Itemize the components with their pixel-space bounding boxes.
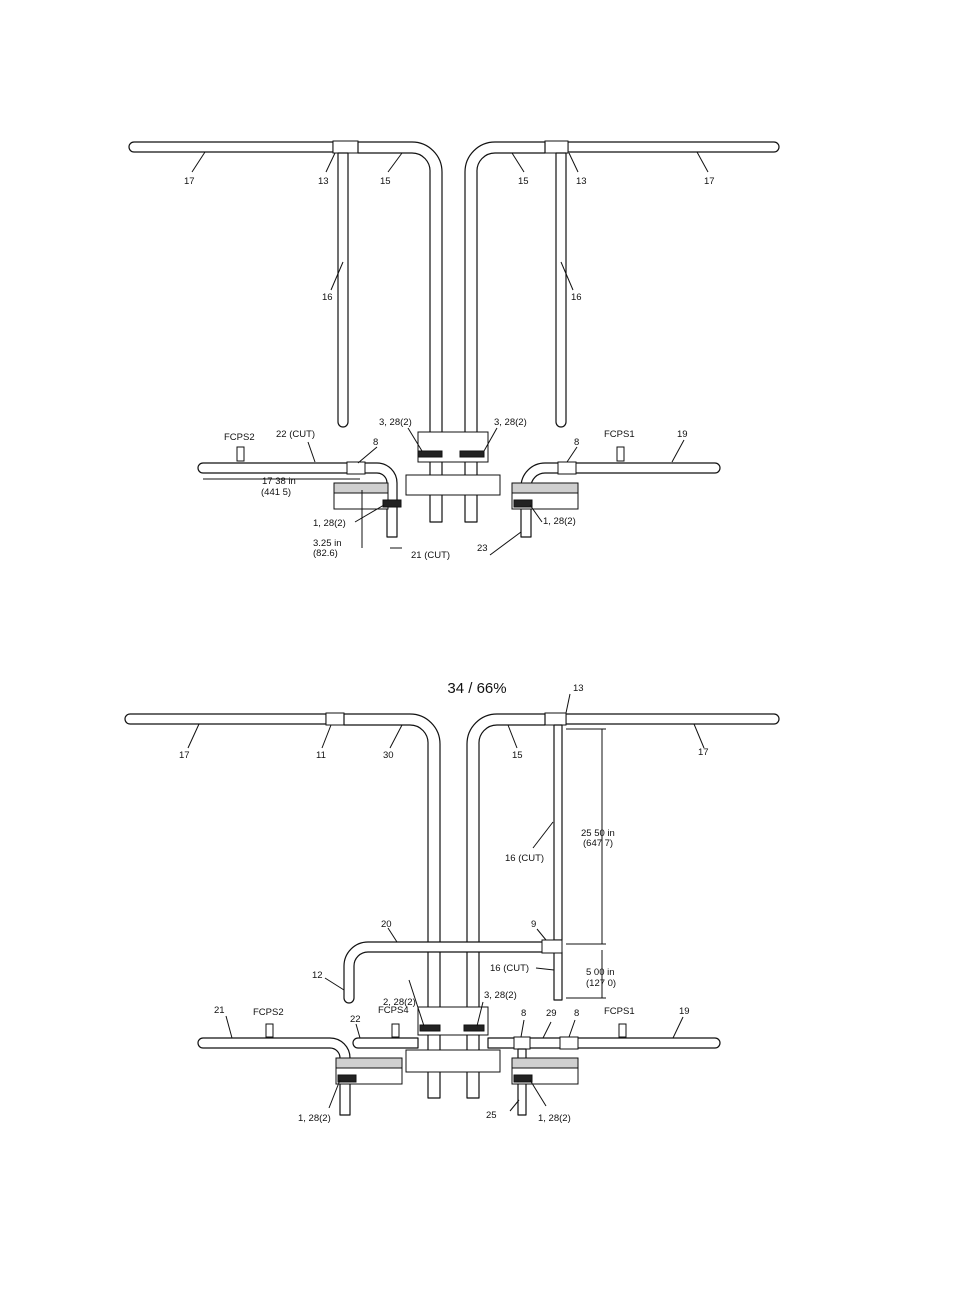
clamp-1-left-bottom (338, 1075, 356, 1082)
fcps2-sensor-top (237, 447, 244, 461)
pipe-17-left-b (125, 714, 326, 724)
center-base-bottom (406, 1050, 500, 1072)
pipe-17-right-b (566, 714, 779, 724)
clamp-3-b (464, 1025, 484, 1031)
label-21-cut: 21 (CUT) (411, 550, 450, 561)
label-dim-441-5: (441 5) (261, 487, 291, 498)
label-1-28-right-b: 1, 28(2) (538, 1113, 571, 1124)
label-dim-17-38: 17 38 in (262, 476, 296, 487)
pipe-16-cut-upper (554, 725, 562, 940)
label-22-cut: 22 (CUT) (276, 429, 315, 440)
label-3-28-left: 3, 28(2) (379, 417, 412, 428)
bottom-figure: 13 17 11 30 15 17 25 50 in (647 7) 16 (C… (125, 683, 779, 1124)
pipe-16-cut-lower (554, 952, 562, 1000)
label-22-b: 22 (350, 1014, 361, 1025)
clamp-2 (420, 1025, 440, 1031)
label-16-cut-upper: 16 (CUT) (505, 853, 544, 864)
coupling-8-left (347, 462, 365, 474)
fcps1-sensor-bottom (619, 1024, 626, 1037)
clamp-1-right-bottom (514, 1075, 532, 1082)
tee-13-right (545, 141, 568, 153)
label-20: 20 (381, 919, 392, 930)
center-base-top (406, 475, 500, 495)
pipe-16-right (556, 153, 566, 427)
clamp-3-right (460, 451, 484, 457)
label-29: 29 (546, 1008, 557, 1019)
label-15-b: 15 (512, 750, 523, 761)
label-9: 9 (531, 919, 536, 930)
label-19-b: 19 (679, 1006, 690, 1017)
label-11: 11 (316, 750, 326, 761)
label-19: 19 (677, 429, 688, 440)
label-15-right: 15 (518, 176, 529, 187)
label-16-cut-lower: 16 (CUT) (490, 963, 529, 974)
label-16-left: 16 (322, 292, 333, 303)
label-fcps1-b: FCPS1 (604, 1006, 635, 1017)
pipe-21 (198, 1038, 350, 1115)
label-fcps1: FCPS1 (604, 429, 635, 440)
coupling-8-b (560, 1037, 578, 1049)
label-8-b-right: 8 (574, 1008, 579, 1019)
pipe-16-left (338, 153, 348, 427)
fcps4-sensor (392, 1024, 399, 1037)
fcps1-sensor-top (617, 447, 624, 461)
tee-13-b (545, 713, 566, 725)
clamp-1-left-top (383, 500, 401, 507)
label-8-left: 8 (373, 437, 378, 448)
pipe-15-right (465, 142, 545, 522)
pipe-17-right (568, 142, 779, 152)
label-dim-5-00: 5 00 in (586, 967, 615, 978)
label-3-28-b: 3, 28(2) (484, 990, 517, 1001)
pipe-17-left (129, 142, 333, 152)
tee-8-b (514, 1037, 530, 1049)
left-bracket-shade-bottom (336, 1058, 402, 1068)
label-dim-82-6: (82.6) (313, 548, 338, 559)
coupling-8-right (558, 462, 576, 474)
label-fcps2: FCPS2 (224, 432, 255, 443)
label-25: 25 (486, 1110, 497, 1121)
label-fcps4: FCPS4 (378, 1005, 409, 1016)
tee-13-left (333, 141, 358, 153)
right-bracket-shade-top (512, 483, 578, 493)
label-1-28-left-b: 1, 28(2) (298, 1113, 331, 1124)
label-16-right: 16 (571, 292, 582, 303)
right-bracket-shade-bottom (512, 1058, 578, 1068)
label-3-28-right: 3, 28(2) (494, 417, 527, 428)
left-bracket-shade-top (334, 483, 388, 493)
label-17-left: 17 (184, 176, 195, 187)
page-heading: 34 / 66% (0, 680, 954, 697)
label-dim-127-0: (127 0) (586, 978, 616, 989)
tee-9 (542, 940, 562, 953)
label-dim-647-7: (647 7) (583, 838, 613, 849)
label-15-left: 15 (380, 176, 391, 187)
label-17-right: 17 (704, 176, 715, 187)
label-1-28-right: 1, 28(2) (543, 516, 576, 527)
label-23: 23 (477, 543, 488, 554)
label-8-right: 8 (574, 437, 579, 448)
label-1-28-left: 1, 28(2) (313, 518, 346, 529)
label-8-b-left: 8 (521, 1008, 526, 1019)
pipe-22-b (353, 1038, 418, 1048)
label-30: 30 (383, 750, 394, 761)
clamp-3-left (418, 451, 442, 457)
label-12: 12 (312, 970, 323, 981)
label-21: 21 (214, 1005, 225, 1016)
clamp-1-right-top (514, 500, 532, 507)
coupling-11 (326, 713, 344, 725)
label-13-right: 13 (576, 176, 587, 187)
label-17-right-b: 17 (698, 747, 709, 758)
top-figure: 17 13 15 15 13 17 16 16 3, 28(2) 3, 28(2… (129, 141, 779, 561)
fcps2-sensor-bottom (266, 1024, 273, 1037)
label-13-left: 13 (318, 176, 329, 187)
label-17-left-b: 17 (179, 750, 190, 761)
label-fcps2-b: FCPS2 (253, 1007, 284, 1018)
